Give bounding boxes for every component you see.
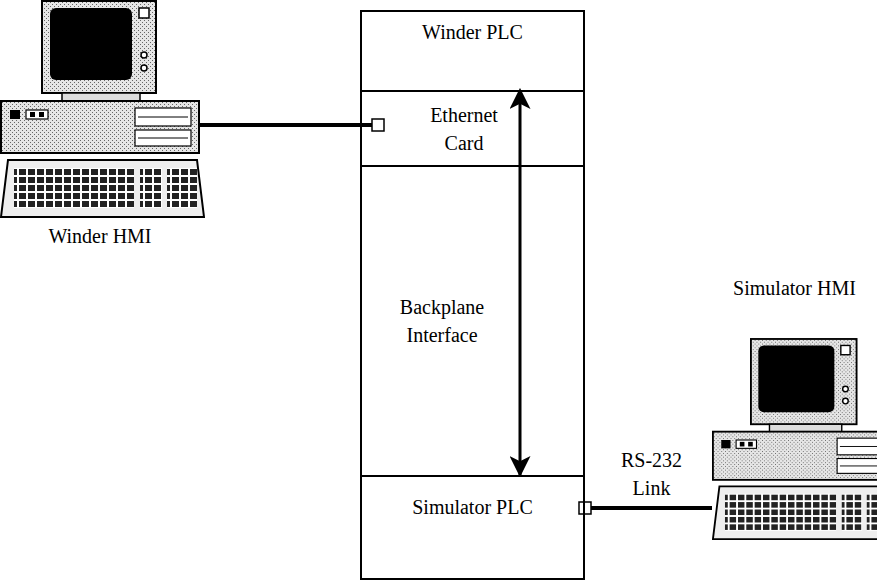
link-line	[200, 123, 372, 127]
node-label: Ethernet Card	[414, 101, 514, 157]
card-box: Ethernet Card	[360, 90, 585, 167]
double-arrow	[519, 90, 522, 475]
backplane-band: Backplane Interface	[360, 165, 585, 477]
node-label: Winder PLC	[422, 18, 523, 46]
computer-node: Simulator HMI	[712, 270, 877, 582]
link-label: RS-232 Link	[614, 446, 690, 502]
plc-box: Simulator PLC	[360, 475, 585, 580]
computer-icon	[713, 339, 877, 539]
ethernet-port	[372, 119, 384, 131]
node-label: Backplane Interface	[387, 293, 497, 349]
node-label: Winder HMI	[48, 222, 151, 250]
node-label: Simulator PLC	[412, 493, 533, 521]
node-label: Simulator HMI	[733, 274, 856, 302]
serial-port	[579, 502, 591, 514]
link-line	[591, 506, 712, 510]
computer-node: Winder HMI	[0, 0, 200, 250]
plc-band: Winder PLC	[360, 10, 585, 92]
computer-icon	[1, 1, 204, 217]
